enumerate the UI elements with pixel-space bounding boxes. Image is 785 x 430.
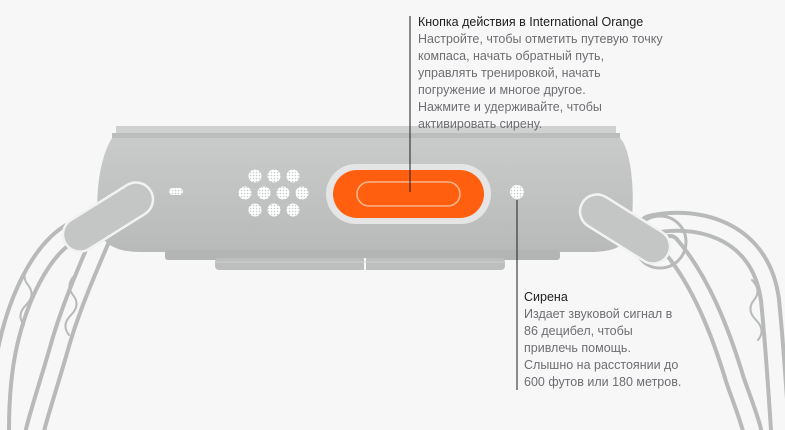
siren-callout-line: 86 децибел, чтобы [524,324,633,338]
case-top-edge [112,126,620,138]
action-button-callout-title: Кнопка действия в International Orange [418,15,644,29]
action-button-callout-line: компаса, начать обратный путь, [418,49,605,63]
left-band [0,221,111,430]
siren-callout-line: Издает звуковой сигнал в [524,307,673,321]
action-button-callout-line: активировать сирену. [418,117,543,131]
siren-callout-line: Слышно на расстоянии до [524,358,679,372]
speaker-grille [238,169,309,217]
siren-port [510,185,524,199]
right-band [632,210,785,430]
action-button-callout: Кнопка действия в International Orange Н… [418,14,708,133]
action-button-callout-line: Настройте, чтобы отметить путевую точку [418,32,663,46]
right-strap-lug [578,193,672,265]
siren-callout: Сирена Издает звуковой сигнал в 86 дециб… [524,289,724,391]
siren-callout-title: Сирена [524,290,568,304]
siren-callout-line: 600 футов или 180 метров. [524,375,682,389]
microphone-port [169,188,183,195]
action-button-callout-line: погружение и многое другое. [418,83,586,97]
action-button-callout-line: управлять тренировкой, начать [418,66,601,80]
action-button [326,164,491,224]
siren-callout-line: привлечь помощь. [524,341,631,355]
action-button-callout-line: Нажмите и удерживайте, чтобы [418,100,602,114]
case-bottom [165,250,560,270]
left-strap-lug [61,181,155,253]
